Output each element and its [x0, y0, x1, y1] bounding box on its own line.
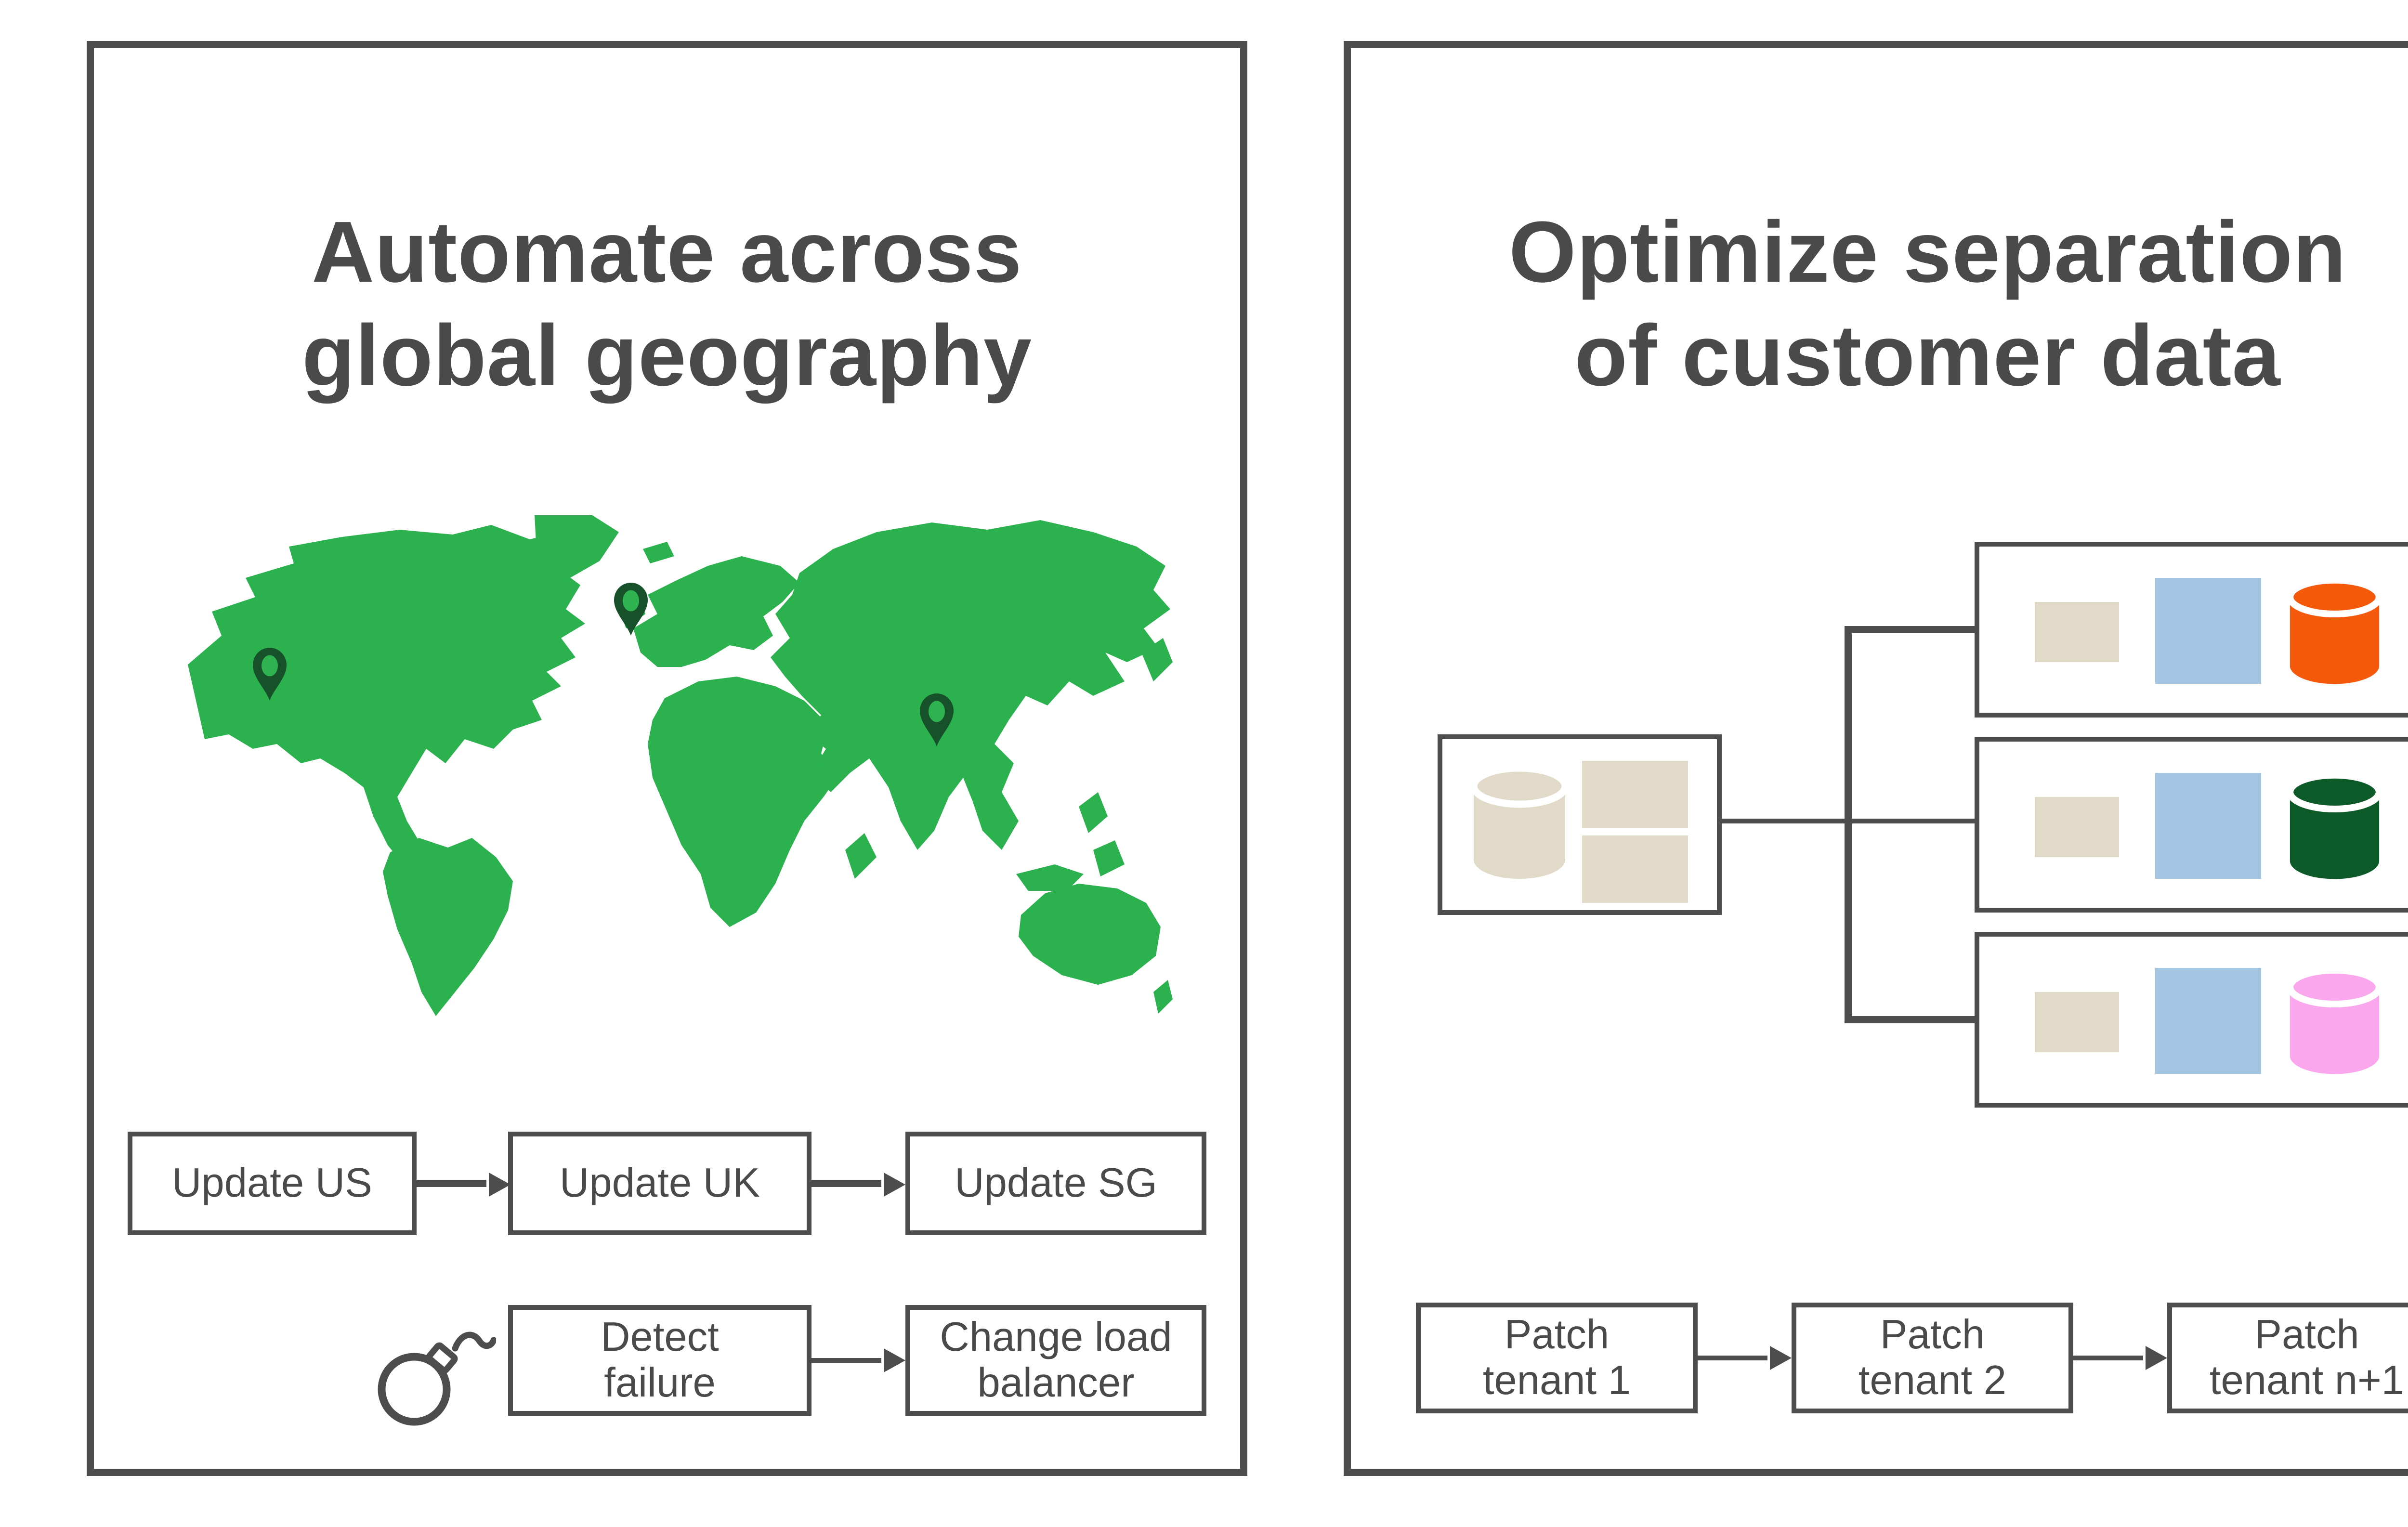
continent-north-america	[188, 525, 585, 869]
island-indonesia	[1093, 840, 1125, 876]
connector-line	[1845, 626, 1979, 632]
data-block	[2035, 992, 2119, 1052]
flow-box-label: tenant 2	[1858, 1358, 2007, 1404]
panel-title-line: of customer data	[1574, 305, 2281, 405]
continent-asia	[771, 520, 1170, 850]
flow-box-label: Patch	[1880, 1312, 1985, 1358]
data-block	[2155, 968, 2261, 1074]
data-block	[2035, 797, 2119, 857]
data-block	[1582, 835, 1688, 903]
island-philippines	[1079, 792, 1108, 833]
continent-europe	[633, 556, 799, 667]
connector-line	[1845, 1016, 1979, 1022]
flow-box-detect-failure: Detect failure	[508, 1305, 811, 1416]
panel-customer-data-separation: Optimize separation of customer data	[1344, 41, 2408, 1476]
arrow-right-icon	[811, 1180, 881, 1187]
panel-title: Optimize separation of customer data	[1351, 199, 2408, 406]
connector-line	[1722, 818, 1982, 824]
island-new-zealand	[1153, 980, 1173, 1014]
island-iceland	[643, 542, 674, 563]
continent-africa	[648, 677, 840, 927]
flow-box-label: Update UK	[560, 1161, 760, 1206]
connector-line	[1845, 626, 1851, 1022]
flow-box-label: tenant n+1	[2209, 1358, 2405, 1404]
data-block	[2155, 578, 2261, 684]
arrow-right-icon	[417, 1180, 486, 1187]
data-block	[2155, 773, 2261, 879]
data-block	[2035, 602, 2119, 662]
database-cylinder-icon	[2288, 578, 2382, 684]
continent-south-america	[383, 838, 513, 1016]
flow-box-update-uk: Update UK	[508, 1132, 811, 1235]
flow-box-label: Patch	[1504, 1312, 1610, 1358]
island-madagascar	[845, 833, 877, 879]
flow-box-label: balancer	[977, 1360, 1135, 1406]
database-cylinder-icon	[1471, 766, 1568, 879]
island-indonesia	[1016, 864, 1084, 891]
arrow-right-icon	[811, 1357, 881, 1364]
location-pin-icon	[614, 583, 648, 636]
flow-box-label: Update US	[172, 1161, 372, 1206]
location-pin-icon	[920, 693, 954, 746]
flow-box-patch-tenant-2: Patch tenant 2	[1792, 1303, 2073, 1413]
flow-box-label: tenant 1	[1482, 1358, 1631, 1404]
panel-title: Automate across global geography	[94, 199, 1240, 406]
flow-box-update-sg: Update SG	[905, 1132, 1206, 1235]
panel-automate-geography: Automate across global geography	[87, 41, 1247, 1476]
location-pin-icon	[253, 648, 287, 701]
island-japan	[1141, 638, 1173, 681]
arrow-right-icon	[1698, 1355, 1767, 1361]
flow-box-patch-tenant-n1: Patch tenant n+1	[2167, 1303, 2408, 1413]
flow-box-patch-tenant-1: Patch tenant 1	[1416, 1303, 1698, 1413]
flow-box-update-us: Update US	[128, 1132, 417, 1235]
database-cylinder-icon	[2288, 773, 2382, 879]
flow-box-label: Change load	[940, 1315, 1172, 1360]
flow-box-label: Detect	[601, 1315, 719, 1360]
panel-title-line: Automate across	[312, 202, 1022, 301]
flow-box-label: Patch	[2254, 1312, 2359, 1358]
arrow-right-icon	[2073, 1355, 2143, 1361]
flow-box-label: Update SG	[955, 1161, 1157, 1206]
flow-box-label: failure	[604, 1360, 716, 1406]
world-map	[188, 515, 1173, 1016]
flow-box-change-load-balancer: Change load balancer	[905, 1305, 1206, 1416]
continent-australia	[1019, 884, 1161, 985]
panel-title-line: global geography	[301, 305, 1033, 405]
data-block	[1582, 761, 1688, 828]
database-cylinder-icon	[2288, 968, 2382, 1074]
continent-greenland	[535, 515, 619, 580]
bomb-icon	[378, 1331, 496, 1426]
panel-title-line: Optimize separation	[1508, 202, 2347, 301]
